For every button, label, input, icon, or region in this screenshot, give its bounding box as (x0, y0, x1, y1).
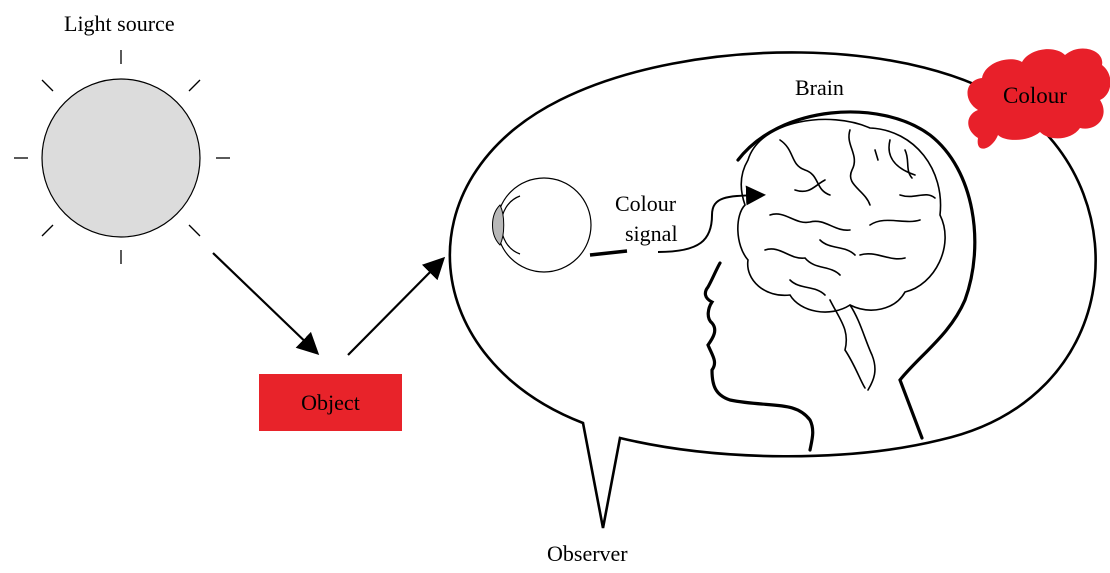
eye-icon (493, 178, 628, 272)
light-source-label: Light source (64, 13, 175, 35)
brain-label: Brain (795, 77, 844, 99)
colour-signal-label-line1: Colour (615, 193, 676, 215)
object-to-observer-arrow (348, 260, 442, 355)
object-label: Object (301, 390, 360, 416)
light-source-icon (14, 50, 230, 264)
colour-label: Colour (1003, 84, 1067, 107)
colour-signal-label-line2: signal (625, 223, 678, 245)
object-box: Object (259, 374, 402, 431)
brain-icon (738, 119, 945, 390)
observer-label: Observer (547, 543, 628, 565)
light-to-object-arrow (213, 253, 316, 352)
